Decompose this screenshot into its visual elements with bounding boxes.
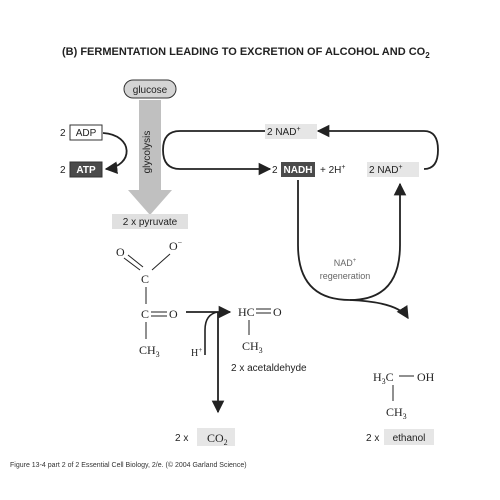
glycolysis-label: glycolysis [142,131,153,174]
nad-right-label: 2 NAD+ [369,164,403,176]
nadh-coefficient: 2 [272,165,278,176]
adp-coefficient: 2 [60,128,66,139]
nadh-label: NADH [284,165,313,176]
nad-return-arrow [316,124,439,170]
bond-co-double-a [123,257,141,271]
adp-to-atp-arrow [102,132,128,175]
bond-c-o-minus [151,253,171,271]
adp-box [69,124,103,141]
pyruvate-o3: O [169,307,178,321]
nad-regeneration-curve [297,180,407,301]
atp-label: ATP [76,165,96,176]
atp-box [69,161,103,178]
nad-right-box [367,162,419,177]
co2-coefficient: 2 x [175,433,188,444]
ethanol-coefficient: 2 x [366,433,379,444]
pyruvate-ch3: CH3 [139,343,160,359]
pyruvate-box [112,214,188,229]
ethanol-h3c: H3C [373,370,394,386]
acetaldehyde-hc: HC [238,305,255,319]
pyruvate-c2: C [141,307,149,321]
regeneration-label-line2: regeneration [320,271,371,281]
figure-caption: Figure 13-4 part 2 of 2 Essential Cell B… [10,462,247,469]
h-plus-entry-curve [204,311,219,355]
pyruvate-o-double: O [116,245,125,259]
glucose-box [123,79,177,99]
pyruvate-c1: C [141,272,149,286]
acetaldehyde-o: O [273,305,282,319]
bond-co-double-b [127,254,144,268]
ethanol-oh: OH [417,370,435,384]
ethanol-box [384,429,434,445]
plus-2h-label: + 2H+ [320,164,346,176]
nadh-box [281,162,315,177]
nad-to-nadh-arrow [162,130,272,176]
acetaldehyde-ch3: CH3 [242,339,263,355]
regeneration-label-line1: NAD+ [334,258,357,268]
to-ethanol-arrow [349,299,409,320]
ethanol-ch3: CH3 [386,405,407,421]
glucose-label: glucose [133,85,168,96]
pyruvate-label: 2 x pyruvate [123,217,178,228]
nad-top-box [265,124,317,139]
co2-label: CO2 [207,431,228,447]
nad-top-label: 2 NAD+ [267,126,301,138]
pyruvate-o-minus: O− [169,238,183,253]
atp-coefficient: 2 [60,165,66,176]
co2-box [197,428,235,446]
acetaldehyde-label: 2 x acetaldehyde [231,363,307,374]
adp-label: ADP [76,128,97,139]
h-plus-label: H+ [191,346,202,359]
diagram-title: (B) FERMENTATION LEADING TO EXCRETION OF… [62,46,430,60]
ethanol-label: ethanol [393,433,426,444]
glycolysis-arrow [128,100,172,215]
